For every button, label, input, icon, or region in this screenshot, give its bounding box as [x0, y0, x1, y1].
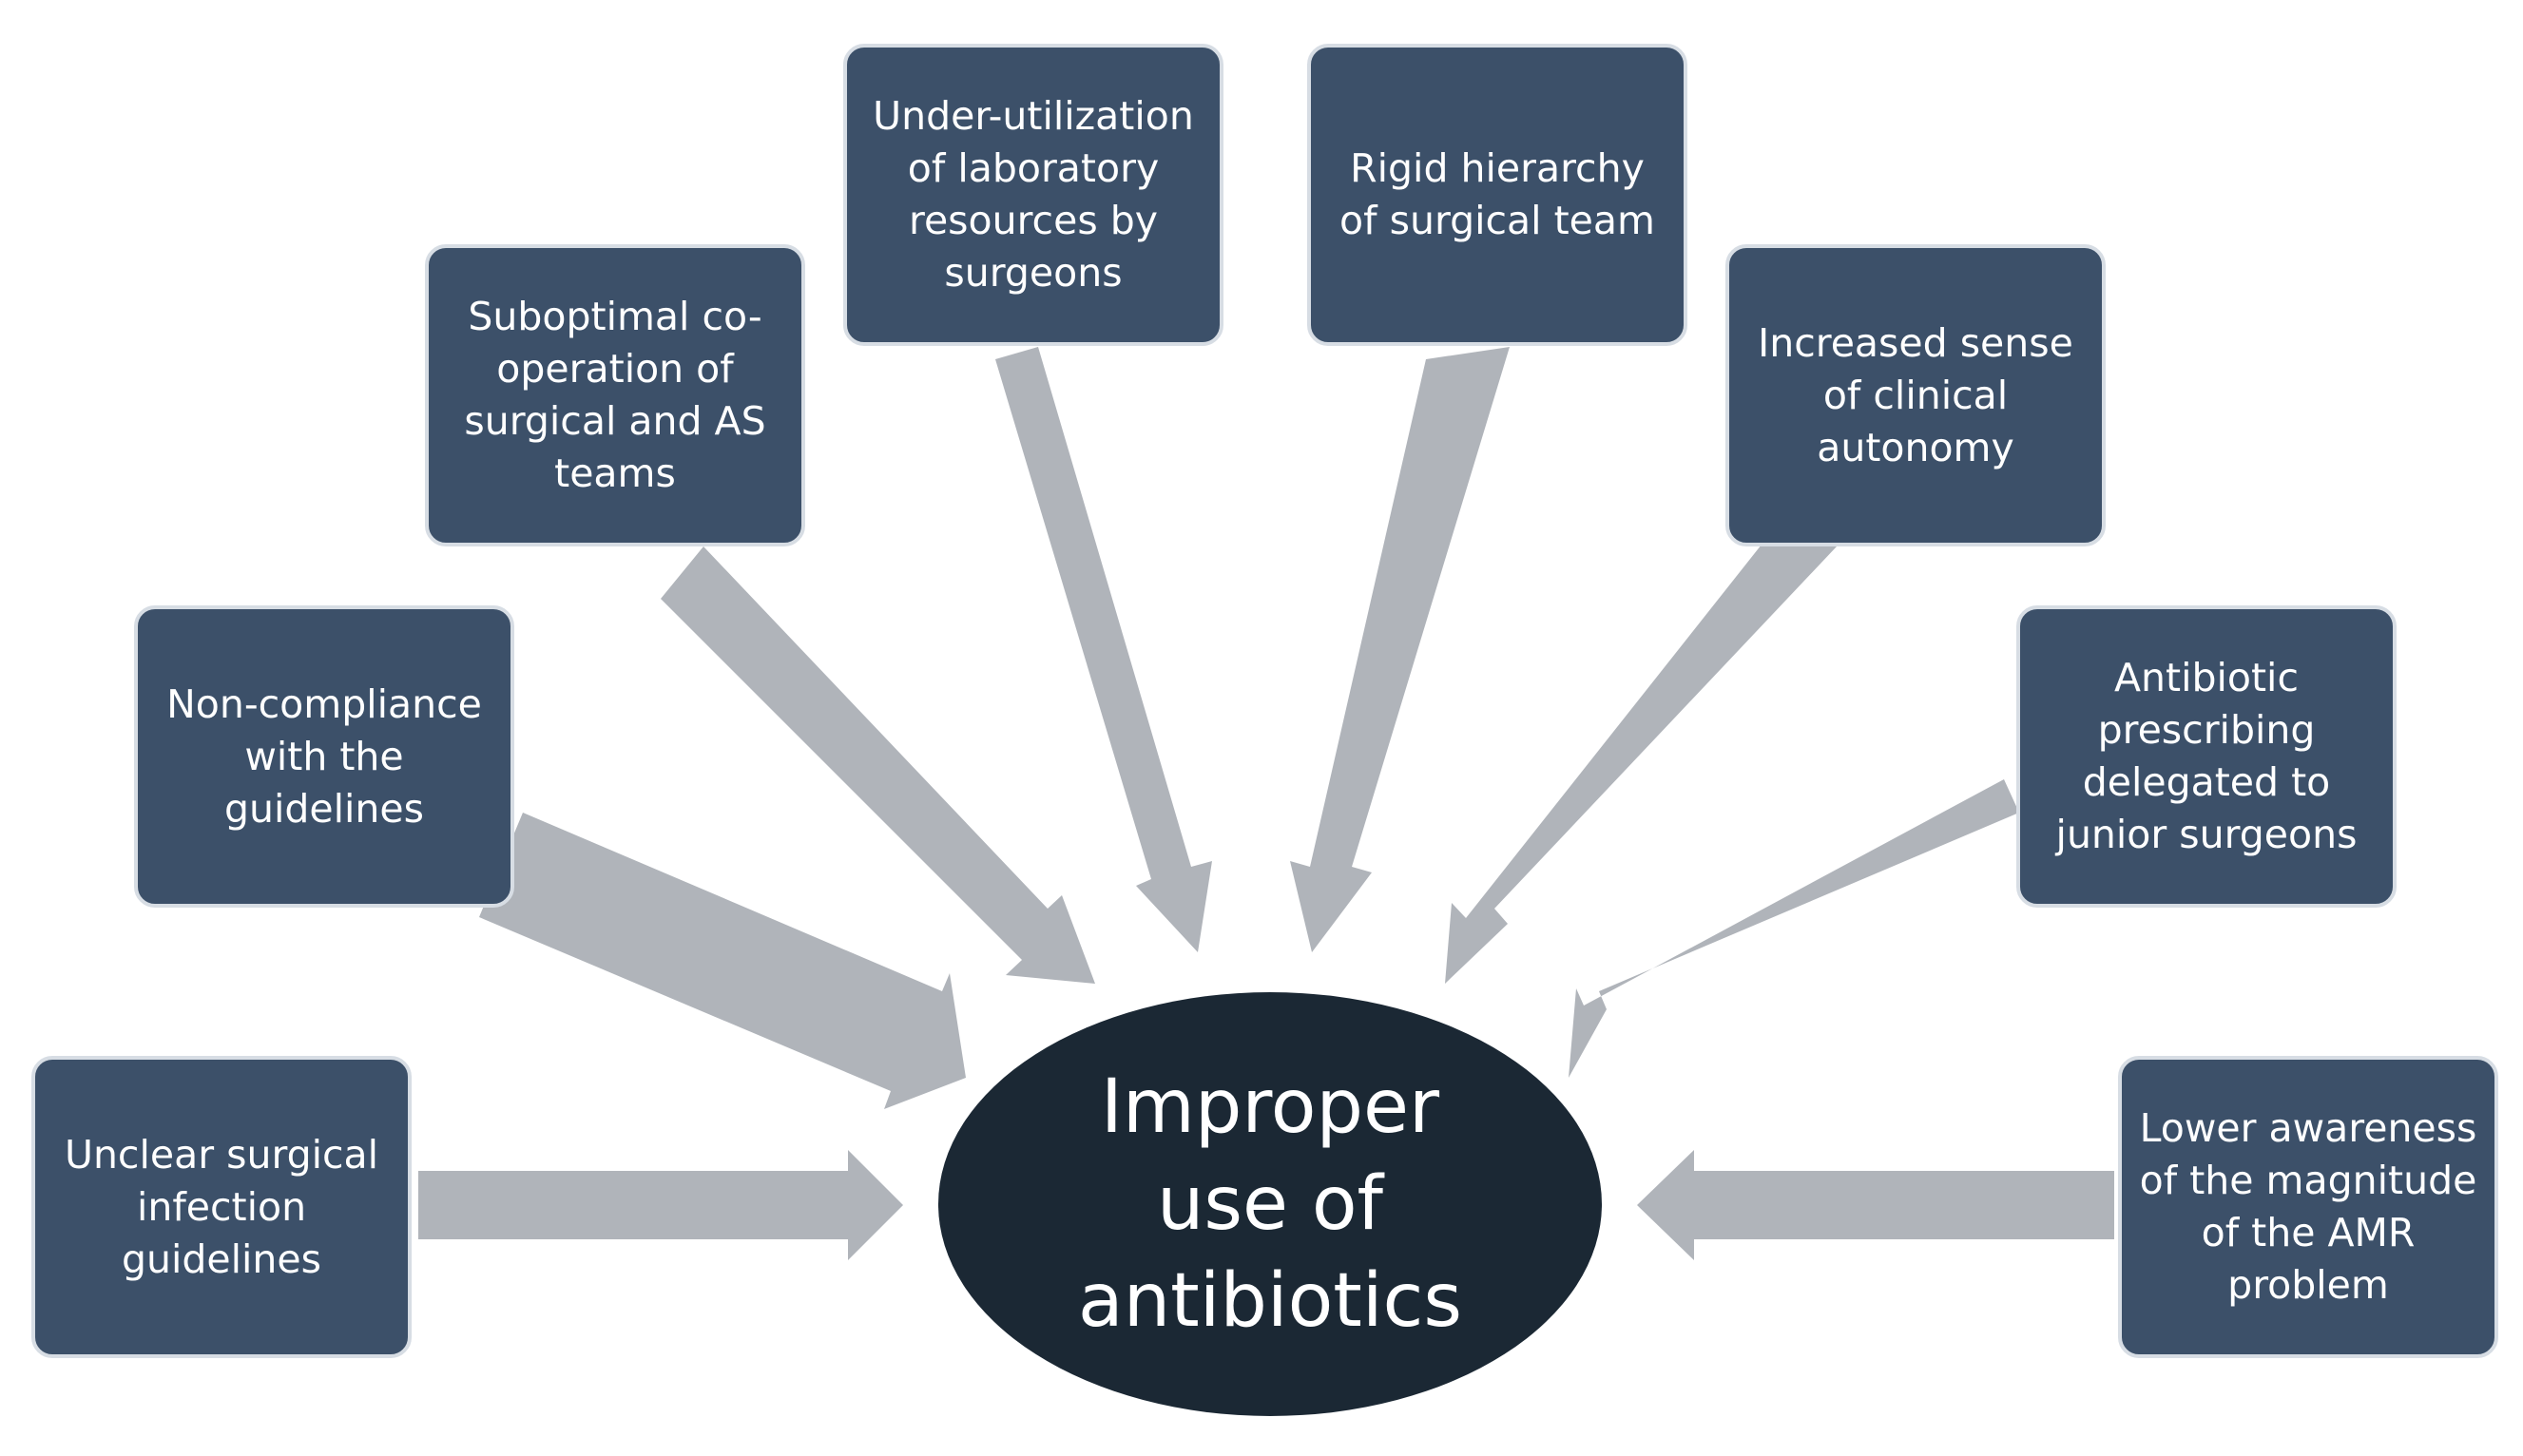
- arrow-clinical-autonomy: [1445, 504, 1837, 984]
- factor-box-delegated-prescribing: Antibiotic prescribing delegated to juni…: [2016, 605, 2397, 908]
- arrow-suboptimal-cooperation: [661, 546, 1095, 984]
- factor-box-unclear-guidelines: Unclear surgical infection guidelines: [31, 1056, 412, 1358]
- arrow-unclear-guidelines: [418, 1150, 903, 1260]
- factor-label: Antibiotic prescribing delegated to juni…: [2055, 655, 2358, 857]
- arrow-lower-awareness: [1637, 1150, 2114, 1260]
- factor-label: Increased sense of clinical autonomy: [1758, 319, 2073, 470]
- arrow-delegated-prescribing: [1569, 779, 2019, 1078]
- factor-box-lower-awareness: Lower awareness of the magnitude of the …: [2118, 1056, 2498, 1358]
- factor-label: Under-utilization of laboratory resource…: [873, 93, 1194, 296]
- factor-label: Unclear surgical infection guidelines: [64, 1131, 379, 1282]
- arrow-rigid-hierarchy: [1290, 347, 1510, 952]
- factor-box-non-compliance: Non-compliance with the guidelines: [134, 605, 514, 908]
- factor-box-suboptimal-cooperation: Suboptimal co-operation of surgical and …: [425, 244, 805, 546]
- factor-label: Lower awareness of the magnitude of the …: [2139, 1105, 2477, 1308]
- arrow-under-utilization: [995, 347, 1212, 952]
- factor-box-under-utilization: Under-utilization of laboratory resource…: [843, 44, 1223, 346]
- factor-box-clinical-autonomy: Increased sense of clinical autonomy: [1725, 244, 2106, 546]
- factor-label: Non-compliance with the guidelines: [166, 680, 482, 832]
- central-outcome-label: Improper use of antibiotics: [1077, 1064, 1463, 1344]
- arrow-non-compliance: [479, 813, 966, 1109]
- central-outcome-ellipse: Improper use of antibiotics: [938, 992, 1602, 1416]
- factor-label: Suboptimal co-operation of surgical and …: [464, 294, 766, 496]
- factor-box-rigid-hierarchy: Rigid hierarchy of surgical team: [1307, 44, 1687, 346]
- factor-label: Rigid hierarchy of surgical team: [1339, 145, 1655, 243]
